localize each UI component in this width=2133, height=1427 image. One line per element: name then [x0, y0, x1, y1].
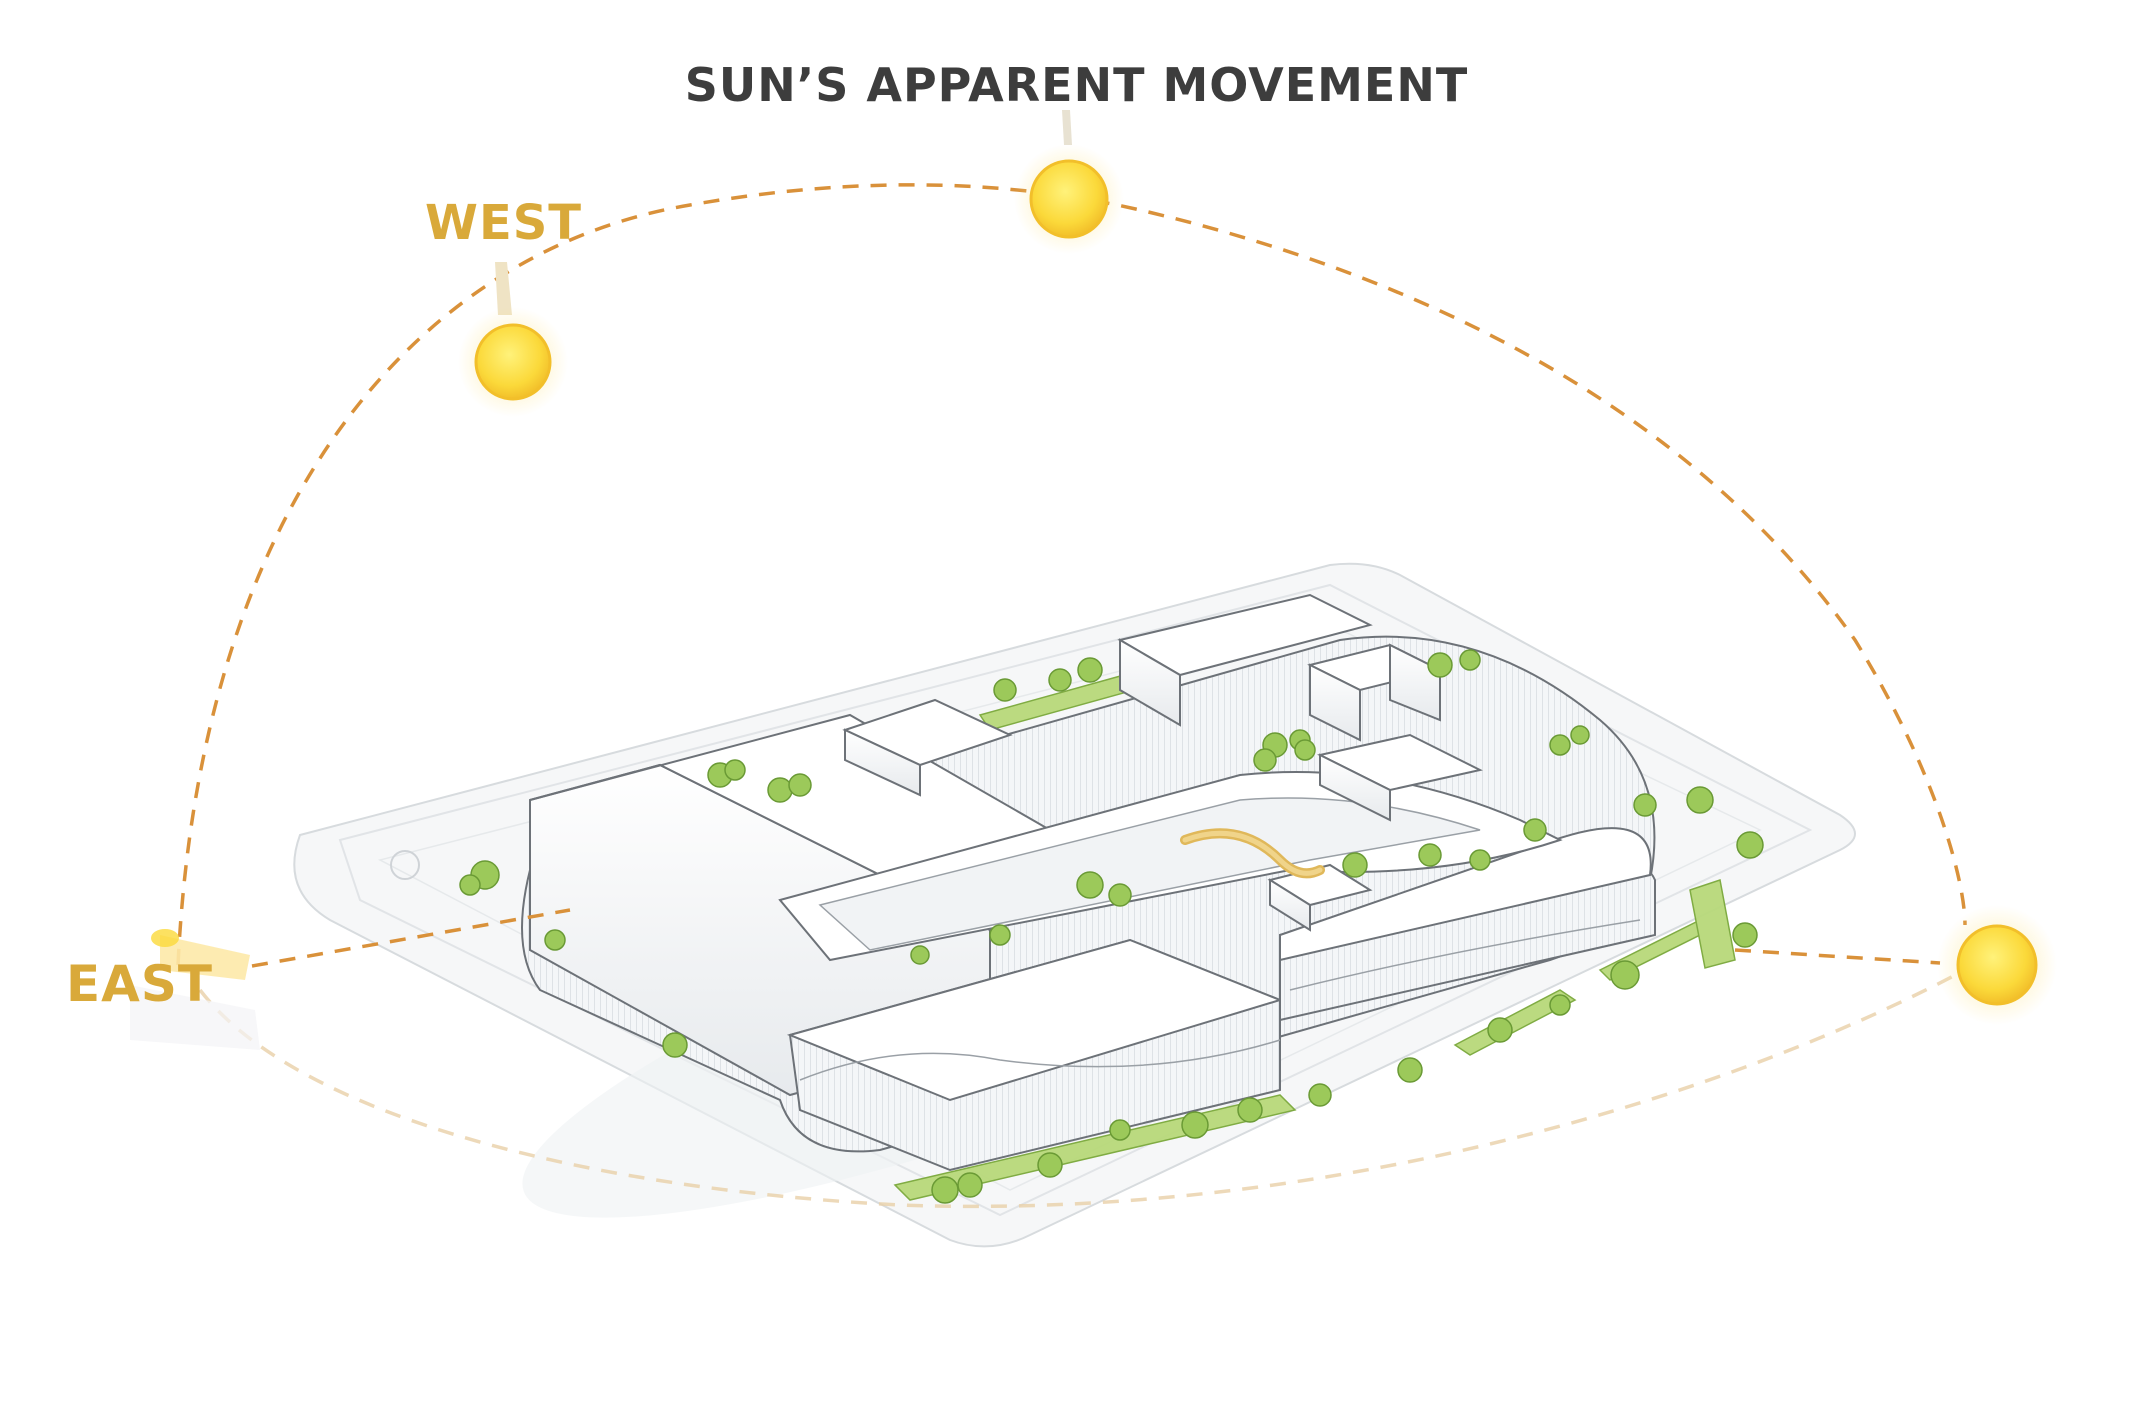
west-label: WEST [425, 195, 583, 251]
sun-icon [1029, 159, 1109, 239]
noon-sun [1014, 144, 1124, 254]
trees [459, 649, 1764, 1204]
west-sun [458, 307, 568, 417]
east-glow [130, 929, 260, 1050]
east-label: EAST [66, 955, 213, 1013]
diagram-title: SUN’S APPARENT MOVEMENT [684, 58, 1469, 112]
east-sun [1937, 905, 2057, 1025]
label-pointers [495, 110, 1072, 315]
sun-icon [1956, 924, 2038, 1006]
sun-icon [474, 323, 552, 401]
